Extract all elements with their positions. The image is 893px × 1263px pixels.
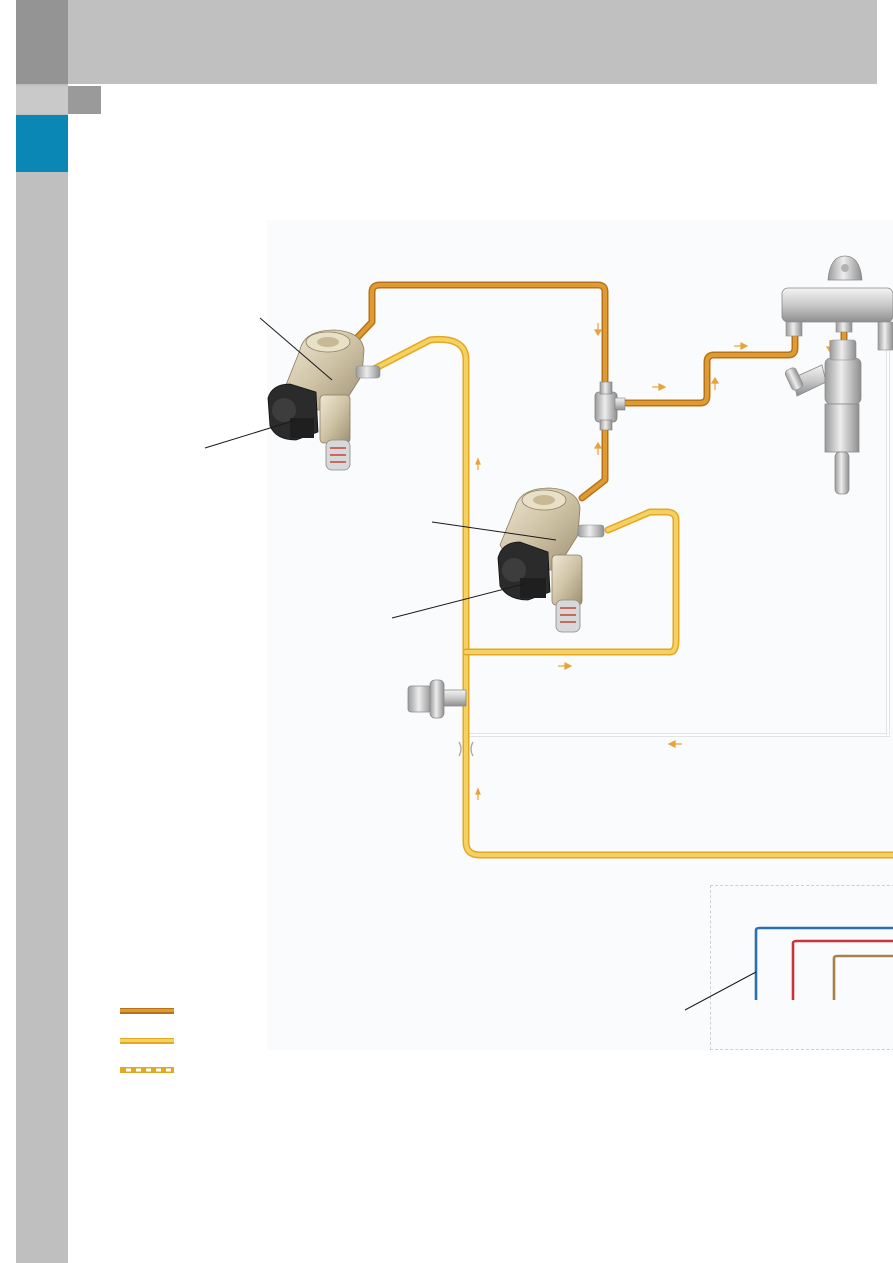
wiring-inset-panel (710, 885, 893, 1050)
injector (784, 339, 862, 495)
left-sidebar (16, 0, 68, 1263)
header-corner-block (16, 0, 68, 84)
section-marker-blue (16, 115, 68, 172)
return-line (466, 320, 890, 737)
sub-tab-dark (68, 86, 101, 114)
leader-lines (204, 317, 757, 1011)
pressure-control-valve-2 (497, 541, 551, 601)
sub-tab-light (16, 86, 68, 114)
pressure-control-valve-1 (267, 383, 319, 441)
header-band (16, 0, 877, 84)
legend-dashed-swatch (120, 1067, 174, 1073)
legend (120, 1008, 174, 1073)
legend-low-pressure-swatch (120, 1038, 174, 1044)
fuel-rail (781, 255, 893, 351)
high-pressure-lines (351, 281, 848, 502)
wiring-harness (754, 926, 893, 1000)
legend-high-pressure-swatch (120, 1008, 174, 1014)
restrictor-mark (458, 741, 474, 757)
low-pressure-lines (368, 335, 893, 859)
tee-connector (594, 381, 626, 431)
low-pressure-sensor (407, 679, 467, 719)
